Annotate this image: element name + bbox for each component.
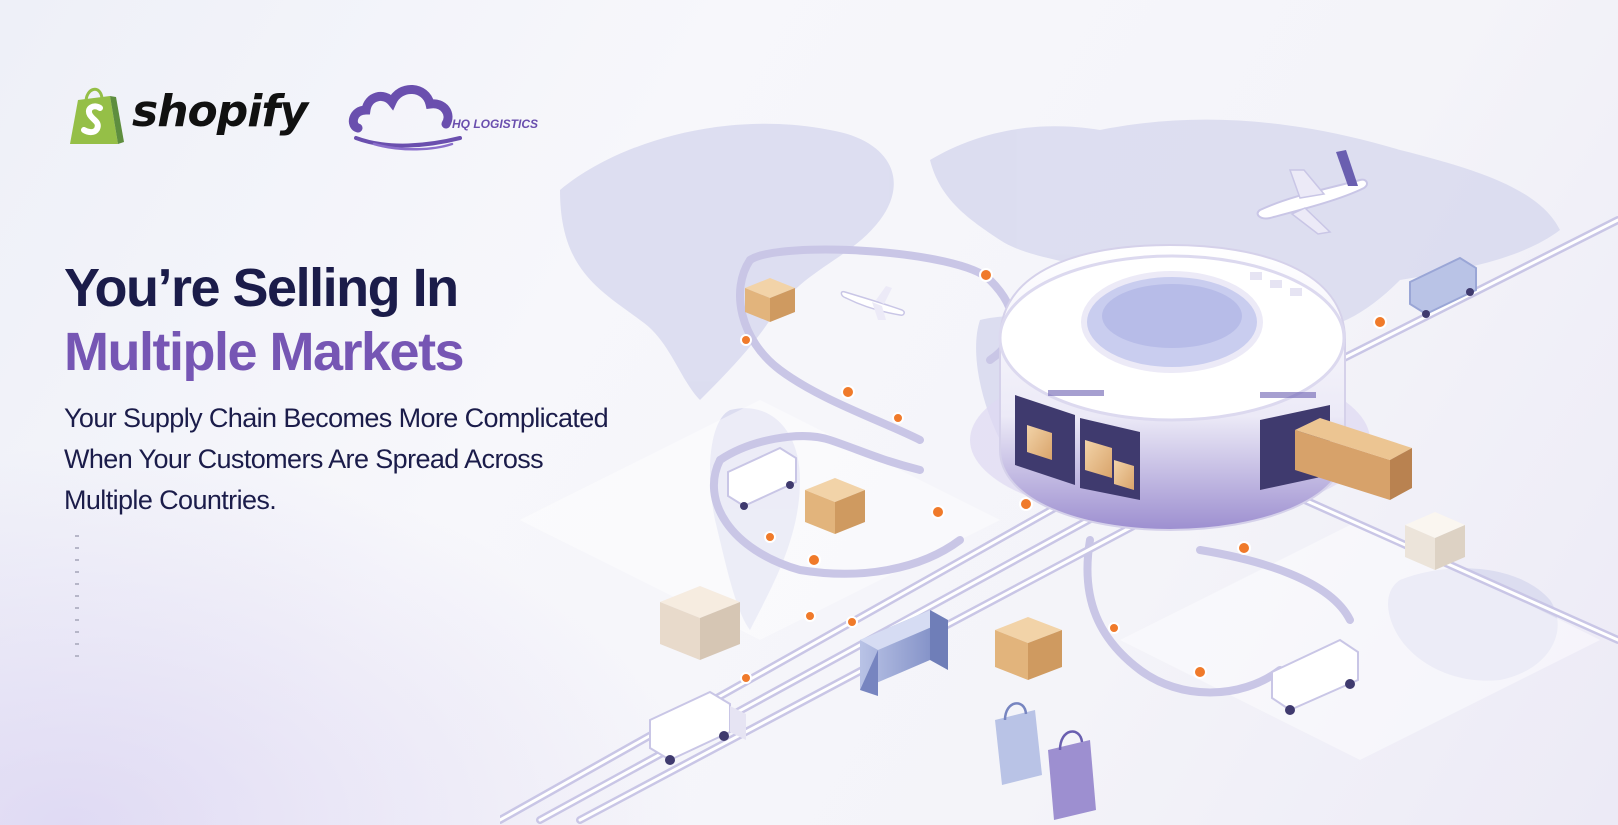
shopping-bag-icon: [995, 702, 1096, 820]
headline-line-2: Multiple Markets: [64, 322, 465, 382]
shipping-container-icon: [860, 610, 948, 696]
logistics-illustration: [500, 119, 1618, 824]
hero-headline: You’re Selling In Multiple Markets: [64, 256, 465, 384]
hq-logistics-wordmark: HQ LOGISTICS: [452, 117, 539, 131]
logo-bar: shopify HQ LOGISTICS: [66, 80, 538, 160]
background-glow: [0, 445, 700, 825]
hero-subtext: Your Supply Chain Becomes More Complicat…: [64, 398, 664, 521]
subtext-line-2: When Your Customers Are Spread Across: [64, 444, 544, 474]
headline-line-1: You’re Selling In: [64, 258, 459, 318]
cardboard-box-icon: [660, 278, 1465, 680]
truck-icon: [649, 256, 1477, 765]
container-truck-icon: [1295, 418, 1412, 500]
airplane-icon: [840, 150, 1368, 320]
warehouse-icon: [970, 243, 1370, 532]
subtext-line-1: Your Supply Chain Becomes More Complicat…: [64, 403, 609, 433]
hq-logistics-cloud-icon: [348, 85, 462, 151]
subtext-line-3: Multiple Countries.: [64, 485, 277, 515]
shopify-bag-icon: [70, 87, 124, 144]
dotted-divider: [75, 535, 79, 665]
shopify-wordmark: shopify: [132, 86, 308, 137]
